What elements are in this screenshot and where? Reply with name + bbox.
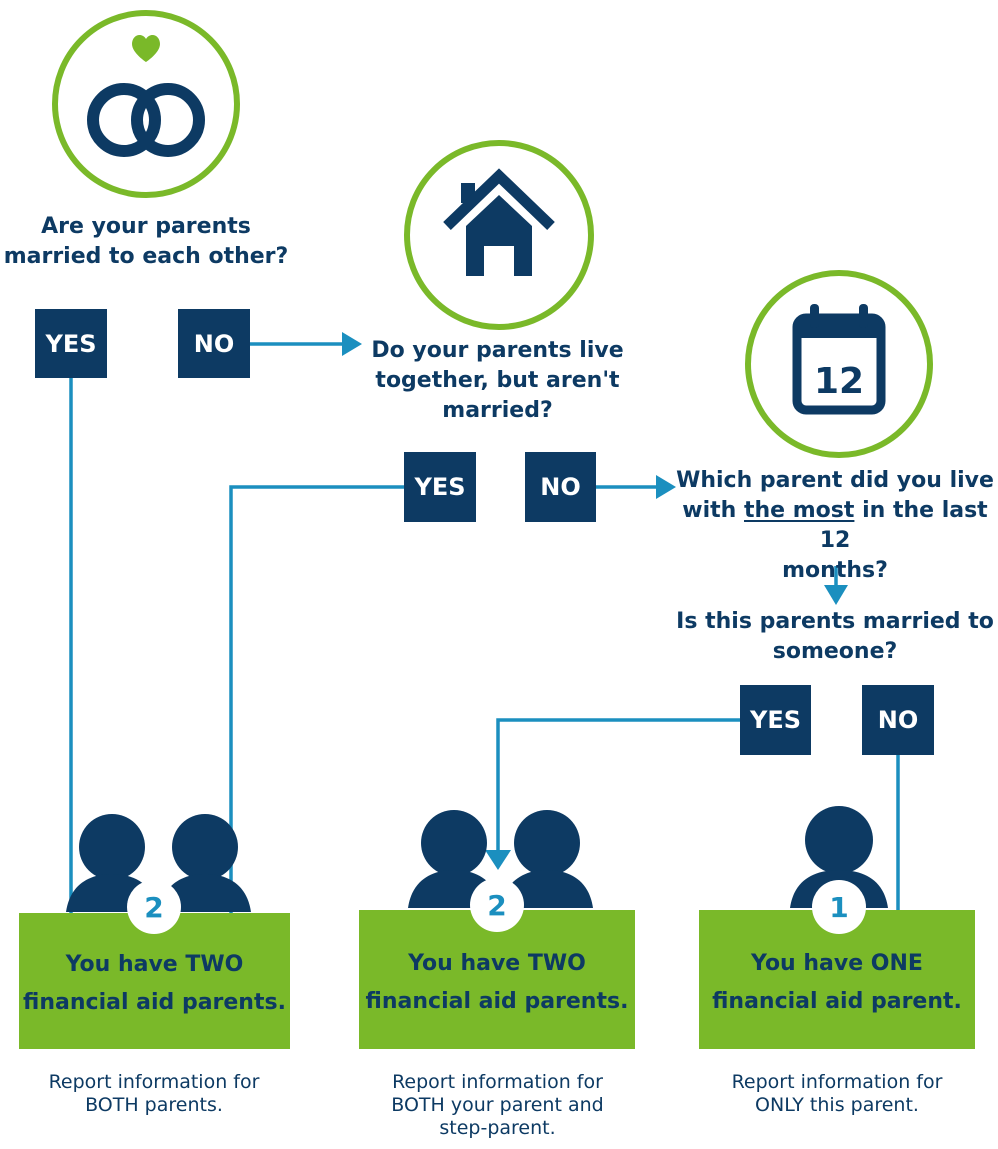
calendar-number: 12: [814, 361, 864, 402]
arrowhead-q3: [656, 475, 676, 499]
badge-two-parents-stepparent: 2: [470, 878, 524, 932]
question-married-line2: married to each other?: [3, 244, 289, 269]
result-two-parents-stepparent: You have TWO financial aid parents.: [359, 910, 635, 1049]
answer-yes-parent-married[interactable]: YES: [740, 685, 811, 755]
q3-pre: with: [682, 498, 744, 523]
note-one-parent-line1: Report information for: [731, 1071, 943, 1093]
note-stepparent-line1: Report information for: [392, 1071, 603, 1093]
question-live-together-line2: together, but aren't: [375, 368, 620, 393]
question-which-parent: Which parent did you live with the most …: [676, 466, 994, 586]
rings-heart-icon: [87, 34, 205, 157]
note-stepparent-line3: step-parent.: [439, 1117, 556, 1139]
question-which-parent-line3: months?: [782, 558, 888, 583]
question-married-line1: Are your parents: [41, 214, 251, 239]
house-icon: [443, 168, 555, 276]
answer-yes-live-together[interactable]: YES: [404, 452, 476, 522]
question-parent-married: Is this parents married to someone?: [676, 607, 994, 667]
answer-no-married[interactable]: NO: [178, 309, 250, 378]
two-people-icon: [66, 814, 251, 912]
question-parent-married-line1: Is this parents married to: [676, 609, 994, 634]
answer-yes-married[interactable]: YES: [35, 309, 107, 378]
calendar-icon-circle: 12: [745, 270, 933, 458]
question-married: Are your parents married to each other?: [0, 212, 292, 272]
two-people-icon-stepparent: [408, 810, 593, 908]
note-two-parents-line1: Report information for: [48, 1071, 260, 1093]
badge-two-parents: 2: [127, 880, 181, 934]
question-live-together: Do your parents live together, but aren'…: [350, 336, 645, 426]
marriage-icon-circle: [52, 10, 240, 198]
q3-post: in the last 12: [819, 498, 988, 553]
result-two-parents-stepparent-line2: financial aid parents.: [365, 988, 629, 1014]
calendar-icon: 12: [792, 304, 886, 415]
result-two-parents-stepparent-line1: You have TWO: [408, 950, 586, 976]
answer-no-live-together[interactable]: NO: [525, 452, 596, 522]
q3-emphasis: the most: [744, 498, 855, 523]
arrowhead-result2: [485, 850, 511, 870]
question-live-together-line3: married?: [442, 398, 553, 423]
question-which-parent-line2: with the most in the last 12: [676, 496, 994, 556]
note-stepparent-line2: BOTH your parent and: [391, 1094, 604, 1116]
result-one-parent-line1: You have ONE: [751, 950, 923, 976]
note-one-parent-line2: ONLY this parent.: [755, 1094, 919, 1116]
result-two-parents: You have TWO financial aid parents.: [19, 913, 290, 1049]
badge-one-parent: 1: [812, 880, 866, 934]
answer-no-parent-married[interactable]: NO: [862, 685, 934, 755]
note-two-parents-stepparent: Report information for BOTH your parent …: [355, 1071, 640, 1140]
arrowhead-q4: [824, 585, 848, 605]
connector-yes4-to-result2: [496, 718, 740, 850]
question-live-together-line1: Do your parents live: [371, 338, 624, 363]
note-one-parent: Report information for ONLY this parent.: [696, 1071, 978, 1117]
house-icon-circle: [404, 140, 594, 330]
note-two-parents-line2: BOTH parents.: [85, 1094, 223, 1116]
result-two-parents-line2: financial aid parents.: [23, 990, 286, 1015]
result-two-parents-line1: You have TWO: [65, 952, 244, 977]
arrowhead-q2: [342, 332, 362, 356]
result-one-parent-line2: financial aid parent.: [712, 988, 962, 1014]
note-two-parents: Report information for BOTH parents.: [14, 1071, 294, 1117]
connector-yes2-to-result1: [229, 485, 404, 928]
question-which-parent-line1: Which parent did you live: [676, 468, 994, 493]
question-parent-married-line2: someone?: [772, 639, 898, 664]
